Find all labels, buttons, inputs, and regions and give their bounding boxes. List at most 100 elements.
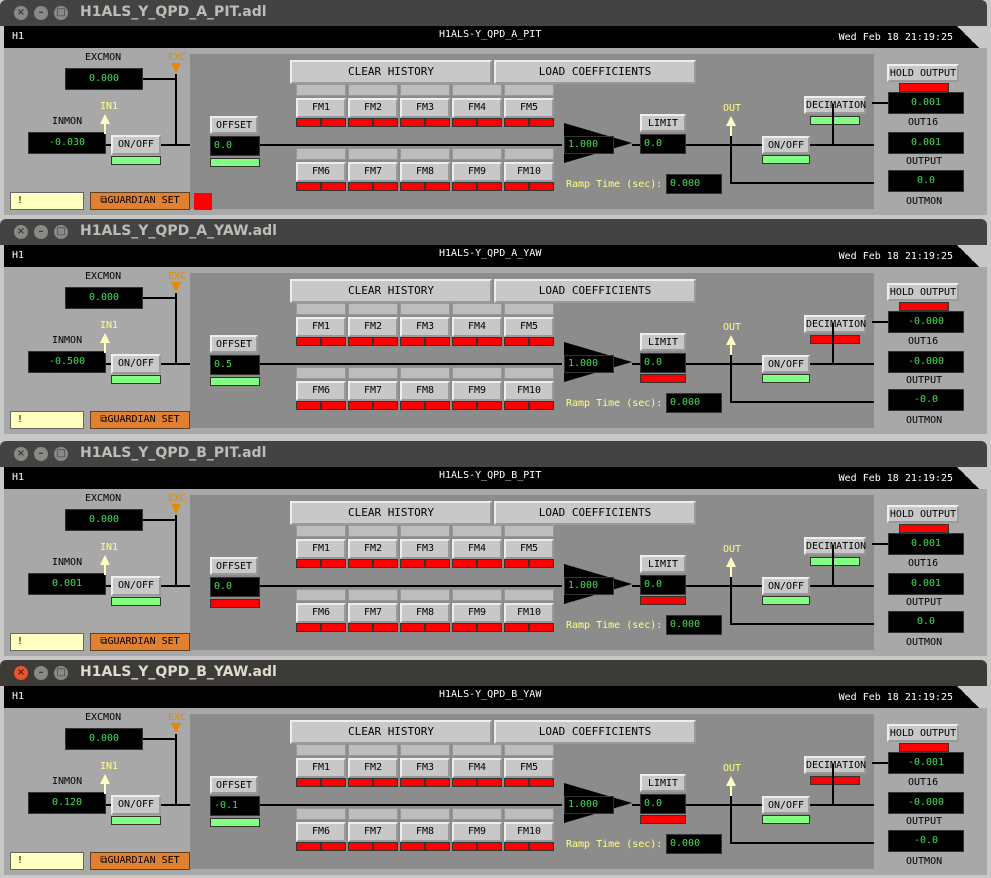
guardian-set-button[interactable]: ⧉GUARDIAN SET bbox=[90, 192, 190, 210]
fm5-button[interactable]: FM5 bbox=[504, 317, 554, 337]
clear-history-button[interactable]: CLEAR HISTORY bbox=[290, 279, 492, 303]
load-coefficients-button[interactable]: LOAD COEFFICIENTS bbox=[494, 60, 696, 84]
fm8-button[interactable]: FM8 bbox=[400, 822, 450, 842]
decimation-button[interactable]: DECIMATION bbox=[804, 96, 866, 114]
limit-readout[interactable]: 0.0 bbox=[640, 794, 686, 814]
decimation-button[interactable]: DECIMATION bbox=[804, 315, 866, 333]
offset-button[interactable]: OFFSET bbox=[210, 116, 258, 134]
output-onoff-button[interactable]: ON/OFF bbox=[762, 796, 810, 814]
fm6-button[interactable]: FM6 bbox=[296, 381, 346, 401]
fm10-button[interactable]: FM10 bbox=[504, 822, 554, 842]
clear-history-button[interactable]: CLEAR HISTORY bbox=[290, 720, 492, 744]
fm10-button[interactable]: FM10 bbox=[504, 603, 554, 623]
fm7-button[interactable]: FM7 bbox=[348, 381, 398, 401]
fm4-button[interactable]: FM4 bbox=[452, 758, 502, 778]
gain-readout[interactable]: 1.000 bbox=[564, 577, 614, 595]
close-icon[interactable]: × bbox=[14, 6, 28, 20]
fm3-button[interactable]: FM3 bbox=[400, 317, 450, 337]
offset-readout[interactable]: 0.5 bbox=[210, 355, 260, 375]
input-onoff-button[interactable]: ON/OFF bbox=[111, 576, 161, 596]
minimize-icon[interactable]: – bbox=[34, 6, 48, 20]
output-onoff-button[interactable]: ON/OFF bbox=[762, 355, 810, 373]
fm9-button[interactable]: FM9 bbox=[452, 822, 502, 842]
clear-history-button[interactable]: CLEAR HISTORY bbox=[290, 60, 492, 84]
decimation-button[interactable]: DECIMATION bbox=[804, 756, 866, 774]
fm10-button[interactable]: FM10 bbox=[504, 381, 554, 401]
hold-output-button[interactable]: HOLD OUTPUT bbox=[887, 64, 959, 82]
fm3-button[interactable]: FM3 bbox=[400, 539, 450, 559]
fm5-button[interactable]: FM5 bbox=[504, 98, 554, 118]
load-coefficients-button[interactable]: LOAD COEFFICIENTS bbox=[494, 279, 696, 303]
limit-readout[interactable]: 0.0 bbox=[640, 353, 686, 373]
offset-button[interactable]: OFFSET bbox=[210, 557, 258, 575]
fm1-button[interactable]: FM1 bbox=[296, 539, 346, 559]
offset-button[interactable]: OFFSET bbox=[210, 335, 258, 353]
minimize-icon[interactable]: – bbox=[34, 447, 48, 461]
ramp-time-readout[interactable]: 0.000 bbox=[666, 834, 722, 854]
maximize-icon[interactable]: □ bbox=[54, 6, 68, 20]
window-titlebar[interactable]: × – □ H1ALS_Y_QPD_A_YAW.adl bbox=[0, 219, 987, 245]
fm7-button[interactable]: FM7 bbox=[348, 603, 398, 623]
fm2-button[interactable]: FM2 bbox=[348, 317, 398, 337]
offset-readout[interactable]: -0.1 bbox=[210, 796, 260, 816]
fm9-button[interactable]: FM9 bbox=[452, 603, 502, 623]
decimation-button[interactable]: DECIMATION bbox=[804, 537, 866, 555]
fm8-button[interactable]: FM8 bbox=[400, 603, 450, 623]
fm4-button[interactable]: FM4 bbox=[452, 317, 502, 337]
offset-readout[interactable]: 0.0 bbox=[210, 136, 260, 156]
limit-button[interactable]: LIMIT bbox=[640, 555, 686, 573]
fm1-button[interactable]: FM1 bbox=[296, 758, 346, 778]
ramp-time-readout[interactable]: 0.000 bbox=[666, 174, 722, 194]
maximize-icon[interactable]: □ bbox=[54, 666, 68, 680]
guardian-set-button[interactable]: ⧉GUARDIAN SET bbox=[90, 411, 190, 429]
maximize-icon[interactable]: □ bbox=[54, 447, 68, 461]
hold-output-button[interactable]: HOLD OUTPUT bbox=[887, 505, 959, 523]
maximize-icon[interactable]: □ bbox=[54, 225, 68, 239]
fm7-button[interactable]: FM7 bbox=[348, 162, 398, 182]
minimize-icon[interactable]: – bbox=[34, 666, 48, 680]
minimize-icon[interactable]: – bbox=[34, 225, 48, 239]
limit-button[interactable]: LIMIT bbox=[640, 774, 686, 792]
gain-readout[interactable]: 1.000 bbox=[564, 796, 614, 814]
close-icon[interactable]: × bbox=[14, 447, 28, 461]
fm6-button[interactable]: FM6 bbox=[296, 822, 346, 842]
input-onoff-button[interactable]: ON/OFF bbox=[111, 135, 161, 155]
limit-button[interactable]: LIMIT bbox=[640, 333, 686, 351]
gain-readout[interactable]: 1.000 bbox=[564, 355, 614, 373]
fm4-button[interactable]: FM4 bbox=[452, 98, 502, 118]
guardian-set-button[interactable]: ⧉GUARDIAN SET bbox=[90, 633, 190, 651]
input-onoff-button[interactable]: ON/OFF bbox=[111, 795, 161, 815]
fm1-button[interactable]: FM1 bbox=[296, 317, 346, 337]
fm8-button[interactable]: FM8 bbox=[400, 162, 450, 182]
window-titlebar[interactable]: × – □ H1ALS_Y_QPD_A_PIT.adl bbox=[0, 0, 987, 26]
clear-history-button[interactable]: CLEAR HISTORY bbox=[290, 501, 492, 525]
fm2-button[interactable]: FM2 bbox=[348, 539, 398, 559]
input-onoff-button[interactable]: ON/OFF bbox=[111, 354, 161, 374]
fm6-button[interactable]: FM6 bbox=[296, 603, 346, 623]
fm2-button[interactable]: FM2 bbox=[348, 758, 398, 778]
fm9-button[interactable]: FM9 bbox=[452, 162, 502, 182]
gain-readout[interactable]: 1.000 bbox=[564, 136, 614, 154]
fm6-button[interactable]: FM6 bbox=[296, 162, 346, 182]
ramp-time-readout[interactable]: 0.000 bbox=[666, 615, 722, 635]
fm9-button[interactable]: FM9 bbox=[452, 381, 502, 401]
output-onoff-button[interactable]: ON/OFF bbox=[762, 577, 810, 595]
close-icon[interactable]: × bbox=[14, 225, 28, 239]
fm1-button[interactable]: FM1 bbox=[296, 98, 346, 118]
fm3-button[interactable]: FM3 bbox=[400, 758, 450, 778]
fm5-button[interactable]: FM5 bbox=[504, 758, 554, 778]
window-titlebar[interactable]: × – □ H1ALS_Y_QPD_B_PIT.adl bbox=[0, 441, 987, 467]
offset-button[interactable]: OFFSET bbox=[210, 776, 258, 794]
fm5-button[interactable]: FM5 bbox=[504, 539, 554, 559]
ramp-time-readout[interactable]: 0.000 bbox=[666, 393, 722, 413]
limit-readout[interactable]: 0.0 bbox=[640, 134, 686, 154]
fm10-button[interactable]: FM10 bbox=[504, 162, 554, 182]
load-coefficients-button[interactable]: LOAD COEFFICIENTS bbox=[494, 720, 696, 744]
window-titlebar[interactable]: × – □ H1ALS_Y_QPD_B_YAW.adl bbox=[0, 660, 987, 686]
fm2-button[interactable]: FM2 bbox=[348, 98, 398, 118]
fm8-button[interactable]: FM8 bbox=[400, 381, 450, 401]
guardian-set-button[interactable]: ⧉GUARDIAN SET bbox=[90, 852, 190, 870]
hold-output-button[interactable]: HOLD OUTPUT bbox=[887, 283, 959, 301]
limit-button[interactable]: LIMIT bbox=[640, 114, 686, 132]
close-icon[interactable]: × bbox=[14, 666, 28, 680]
